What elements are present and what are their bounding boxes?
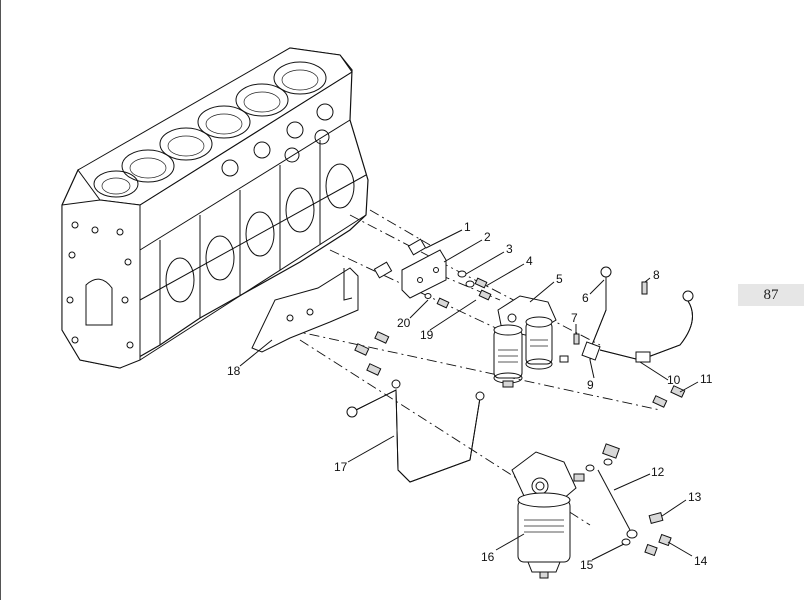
part-15-washer — [603, 458, 631, 546]
page-number: 87 — [763, 286, 779, 303]
part-8-banjo-screw — [641, 281, 648, 295]
engine-block — [61, 47, 369, 369]
callout-11: 11 — [700, 372, 713, 386]
cylinder-bores — [93, 61, 327, 198]
callout-5: 5 — [556, 272, 563, 286]
part-18-bracket — [251, 267, 390, 376]
part-5-filter-assembly — [493, 295, 557, 388]
callout-16: 16 — [481, 550, 495, 564]
part-1-spacer — [373, 238, 427, 279]
part-4-bolt — [474, 277, 492, 301]
callout-4: 4 — [526, 254, 533, 268]
callout-1: 1 — [464, 220, 471, 234]
callout-10: 10 — [667, 373, 681, 387]
callout-19: 19 — [420, 328, 434, 342]
callout-7: 7 — [571, 311, 578, 325]
page-left-border — [0, 0, 1, 600]
part-9-clip — [559, 341, 601, 363]
leader-lines — [239, 229, 699, 561]
callout-20: 20 — [397, 316, 411, 330]
part-13-bolt — [648, 511, 664, 525]
part-20-washer — [424, 293, 432, 299]
part-11-bolt — [652, 385, 686, 408]
callout-15: 15 — [580, 558, 594, 572]
part-12-stud — [597, 443, 638, 539]
assembly-center-lines — [289, 209, 661, 526]
part-19-bolt — [436, 297, 450, 309]
part-17-fuel-pipe — [346, 379, 485, 483]
part-3-washer — [457, 270, 475, 288]
callout-14: 14 — [694, 554, 708, 568]
crankcase-webs — [159, 140, 355, 345]
side-ports — [221, 103, 334, 177]
callout-13: 13 — [688, 490, 702, 504]
part-2-mounting-plate — [401, 249, 447, 299]
callout-numbers: 1 2 3 4 5 6 7 8 9 10 11 12 13 14 15 16 1… — [227, 220, 713, 572]
callout-2: 2 — [484, 230, 491, 244]
callout-9: 9 — [587, 378, 594, 392]
page-number-tab: 87 — [738, 284, 804, 306]
front-face-holes — [66, 221, 134, 349]
part-7-screw — [573, 333, 580, 345]
callout-17: 17 — [334, 460, 348, 474]
part-16-fuel-filter — [511, 451, 595, 579]
callout-18: 18 — [227, 364, 241, 378]
callout-3: 3 — [506, 242, 513, 256]
part-14-bolt — [644, 533, 672, 557]
callout-8: 8 — [653, 268, 660, 282]
callout-6: 6 — [582, 291, 589, 305]
callout-12: 12 — [651, 465, 665, 479]
part-10-return-pipe — [599, 290, 694, 363]
